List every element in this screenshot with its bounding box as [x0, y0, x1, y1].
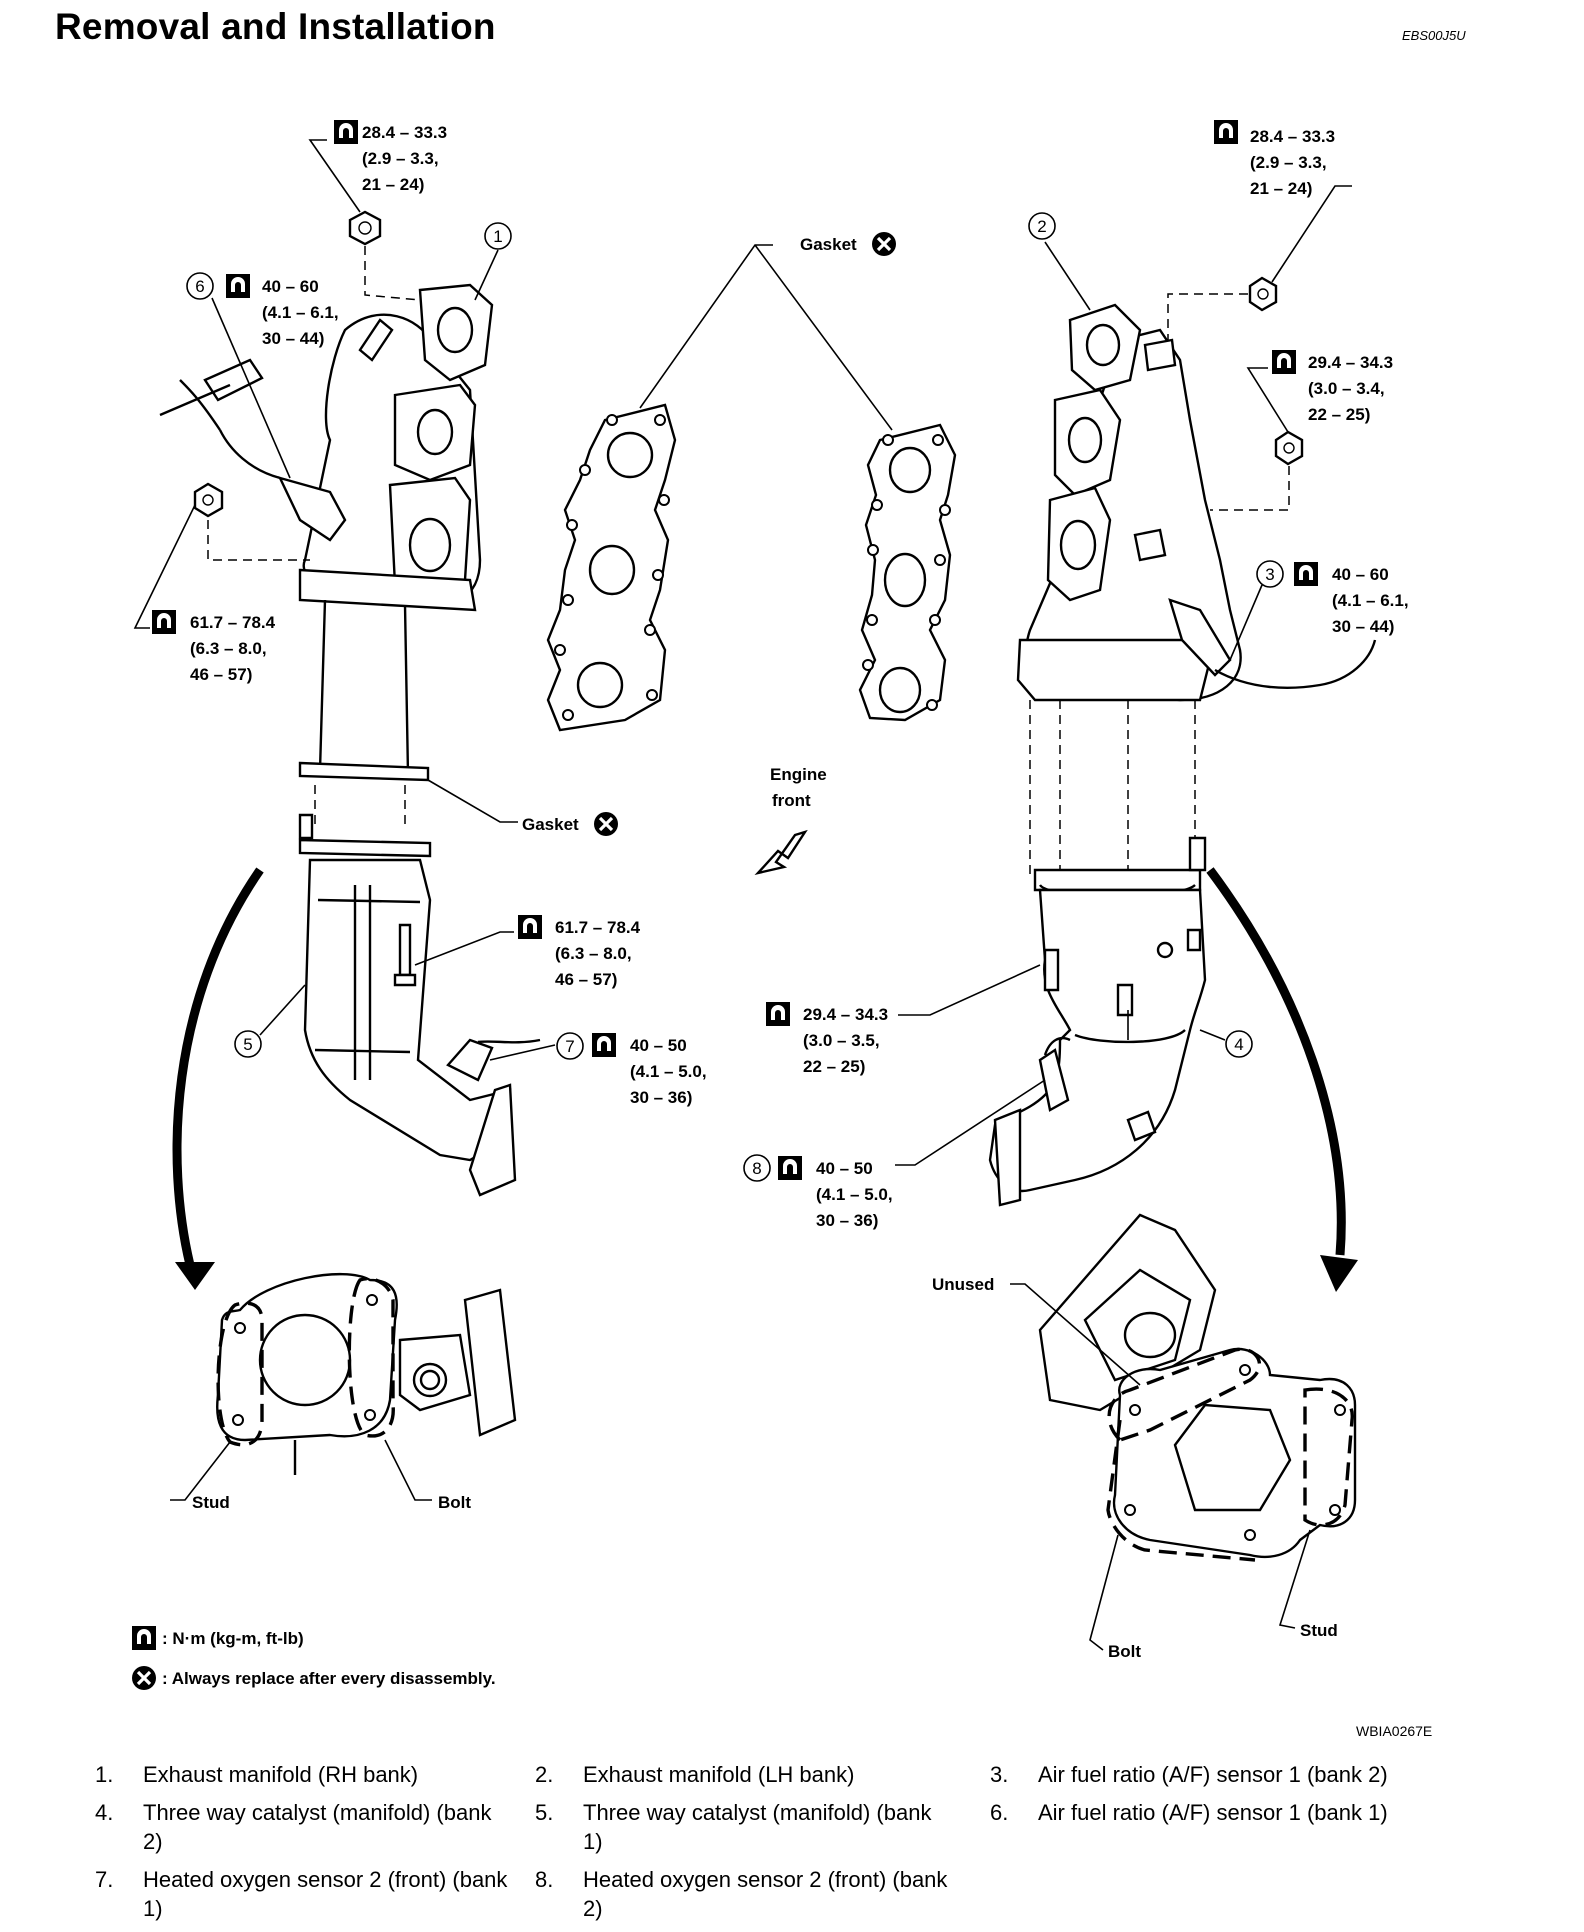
torque-lh-nut-1: 29.4 – 34.3	[1308, 353, 1393, 372]
torque-lh-top-2: (2.9 – 3.3,	[1250, 153, 1327, 172]
leader-callout-8	[895, 1079, 1046, 1166]
leader-callout-4	[1199, 1029, 1226, 1041]
callout-3-circle	[1256, 560, 1284, 588]
leader-callout-1	[474, 249, 499, 301]
callout-4: 4	[1234, 1035, 1243, 1054]
stud-label-rh: Stud	[192, 1493, 230, 1512]
torque-lh-8-2: (4.1 – 5.0,	[816, 1185, 893, 1204]
torque-lh-cat-1: 29.4 – 34.3	[803, 1005, 888, 1024]
leader-lh-cat-bolt	[898, 964, 1041, 1016]
torque-rh-7-2: (4.1 – 5.0,	[630, 1062, 707, 1081]
torque-rh-flange-1: 61.7 – 78.4	[190, 613, 276, 632]
callout-6: 6	[195, 277, 204, 296]
lh-exhaust-manifold	[1016, 276, 1377, 702]
stud-label-lh: Stud	[1300, 1621, 1338, 1640]
torque-lh-8-3: 30 – 36)	[816, 1211, 878, 1230]
exhaust-manifold-diagram: 28.4 – 33.3 (2.9 – 3.3, 21 – 24) 6 40 – …	[130, 120, 1432, 1739]
torque-lh-3-3: 30 – 44)	[1332, 617, 1394, 636]
center-manifold-gaskets	[546, 244, 957, 732]
callout-7-circle	[556, 1032, 584, 1060]
torque-rh-top-2: (2.9 – 3.3,	[362, 149, 439, 168]
lh-detail-arrow	[1206, 867, 1346, 1256]
torque-lh-3-1: 40 – 60	[1332, 565, 1389, 584]
torque-rh-top-3: 21 – 24)	[362, 175, 424, 194]
callout-2-circle	[1028, 212, 1056, 240]
lh-three-way-catalyst	[988, 700, 1207, 1207]
torque-lh-3-2: (4.1 – 6.1,	[1332, 591, 1409, 610]
leader-rh-top-nut	[308, 139, 361, 213]
leader-rh-flange-nut	[133, 504, 196, 629]
legend-replace-text: : Always replace after every disassembly…	[162, 1669, 496, 1688]
callout-1: 1	[493, 227, 502, 246]
callout-6-circle	[186, 272, 214, 300]
torque-rh-7-3: 30 – 36)	[630, 1088, 692, 1107]
torque-rh-cat-2: (6.3 – 8.0,	[555, 944, 632, 963]
callout-8: 8	[752, 1159, 761, 1178]
leader-callout-3	[1229, 584, 1263, 661]
torque-lh-nut-3: 22 – 25)	[1308, 405, 1370, 424]
torque-rh-cat-1: 61.7 – 78.4	[555, 918, 641, 937]
document-code: EBS00J5U	[1402, 28, 1466, 43]
rh-detail-arrow	[172, 867, 264, 1267]
torque-lh-top-1: 28.4 – 33.3	[1250, 127, 1335, 146]
leader-lh-top-nut	[1271, 185, 1352, 283]
lh-detail-arrowhead	[1320, 1255, 1358, 1292]
torque-rh-6-2: (4.1 – 6.1,	[262, 303, 339, 322]
leader-rh-cat-bolt	[414, 931, 514, 966]
callout-2: 2	[1037, 217, 1046, 236]
rh-exhaust-manifold	[159, 210, 494, 776]
torque-rh-cat-3: 46 – 57)	[555, 970, 617, 989]
engine-front-label-1: Engine	[770, 765, 827, 784]
gasket-label-top: Gasket	[800, 235, 857, 254]
torque-rh-flange-3: 46 – 57)	[190, 665, 252, 684]
engine-front-arrow	[754, 829, 808, 876]
torque-lh-cat-2: (3.0 – 3.5,	[803, 1031, 880, 1050]
torque-rh-6-3: 30 – 44)	[262, 329, 324, 348]
callout-4-circle	[1225, 1030, 1253, 1058]
engine-front-label-2: front	[772, 791, 811, 810]
bolt-label-rh: Bolt	[438, 1493, 471, 1512]
leader-callout-2	[1044, 241, 1091, 311]
torque-lh-cat-3: 22 – 25)	[803, 1057, 865, 1076]
bolt-label-lh: Bolt	[1108, 1642, 1141, 1661]
torque-rh-flange-2: (6.3 – 8.0,	[190, 639, 267, 658]
rh-catalyst-gasket	[298, 761, 518, 858]
unused-label: Unused	[932, 1275, 994, 1294]
rh-flange-detail	[170, 1273, 517, 1501]
leader-callout-7	[489, 1044, 556, 1061]
callout-3: 3	[1265, 565, 1274, 584]
torque-rh-top-1: 28.4 – 33.3	[362, 123, 447, 142]
callout-7: 7	[565, 1037, 574, 1056]
leader-callout-5	[259, 984, 306, 1036]
lh-flange-detail	[1010, 1213, 1357, 1651]
gasket-label-rh: Gasket	[522, 815, 579, 834]
callout-8-circle	[743, 1154, 771, 1182]
callout-5-circle	[234, 1030, 262, 1058]
page-title: Removal and Installation	[55, 6, 496, 47]
figure-id: WBIA0267E	[1356, 1723, 1432, 1739]
torque-lh-8-1: 40 – 50	[816, 1159, 873, 1178]
torque-rh-7-1: 40 – 50	[630, 1036, 687, 1055]
torque-rh-6-1: 40 – 60	[262, 277, 319, 296]
callout-5: 5	[243, 1035, 252, 1054]
callout-1-circle	[484, 222, 512, 250]
rh-detail-arrowhead	[175, 1262, 215, 1290]
torque-lh-nut-2: (3.0 – 3.4,	[1308, 379, 1385, 398]
leader-callout-6	[211, 297, 291, 479]
rh-three-way-catalyst	[298, 813, 541, 1197]
torque-lh-top-3: 21 – 24)	[1250, 179, 1312, 198]
legend-torque-text: : N·m (kg-m, ft-lb)	[162, 1629, 304, 1648]
